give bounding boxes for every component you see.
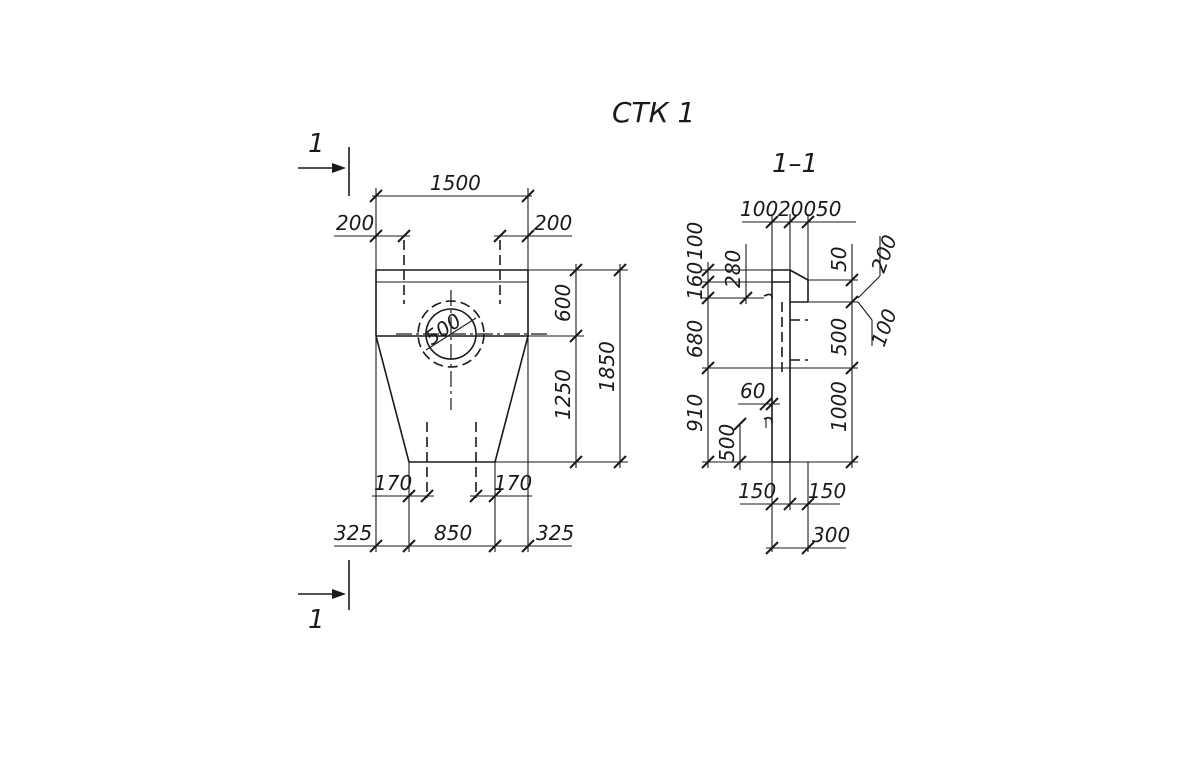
side-bottom-150-left: 150: [738, 479, 776, 503]
side-view-label: 1–1: [772, 149, 818, 179]
side-right-100: 100: [866, 306, 902, 350]
dim-height-1850: 1850: [595, 341, 619, 392]
side-top-100: 100: [740, 197, 778, 221]
side-right-50: 50: [827, 247, 851, 272]
dim-height-600: 600: [551, 284, 575, 322]
front-view: 500 1500 200 200 600 1250 1850: [334, 171, 628, 553]
dim-bottom-325-left: 325: [334, 521, 372, 545]
dim-top-left-200: 200: [336, 211, 374, 235]
side-left-280: 280: [721, 250, 745, 288]
section-cut-marker-top: 1: [298, 129, 350, 196]
section-cut-marker-bottom: 1: [298, 560, 350, 635]
side-left-680: 680: [683, 320, 707, 358]
dim-width-1500: 1500: [430, 171, 481, 195]
side-bottom-300: 300: [812, 523, 850, 547]
dim-top-right-200: 200: [534, 211, 572, 235]
side-left-100: 100: [683, 222, 707, 260]
dim-bottom-right-170: 170: [494, 471, 532, 495]
dim-bottom-325-right: 325: [536, 521, 574, 545]
side-left-910: 910: [683, 394, 707, 432]
side-right-1000: 1000: [827, 381, 851, 432]
side-right-200: 200: [866, 232, 902, 276]
side-left-60: 60: [740, 379, 765, 403]
side-right-500: 500: [827, 318, 851, 356]
side-bottom-150-right: 150: [808, 479, 846, 503]
side-top-50: 50: [816, 197, 841, 221]
side-top-200: 200: [778, 197, 816, 221]
drawing-title: СТК 1: [612, 96, 695, 129]
side-view: 1–1 100 200 50: [683, 149, 902, 555]
side-left-160: 160: [683, 262, 707, 300]
dim-bottom-850: 850: [434, 521, 472, 545]
cut-label-top: 1: [308, 129, 325, 159]
side-left-500: 500: [715, 424, 739, 462]
cut-label-bottom: 1: [308, 605, 325, 635]
dim-bottom-left-170: 170: [374, 471, 412, 495]
dim-height-1250: 1250: [551, 369, 575, 420]
